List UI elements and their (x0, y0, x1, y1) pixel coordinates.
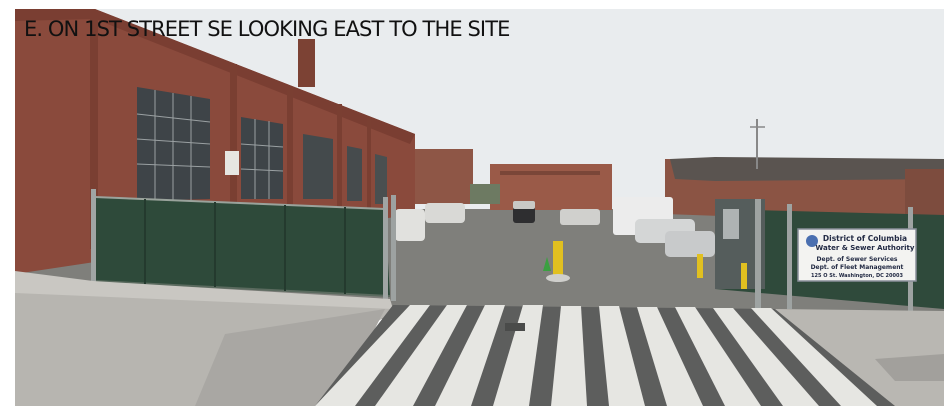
sign-line-3: Dept. of Sewer Services (817, 256, 898, 263)
sign-line-1: District of Columbia (823, 234, 907, 243)
crosswalk-stripes (315, 305, 877, 406)
yellow-bollards (543, 241, 747, 289)
photo-caption: E. ON 1ST STREET SE LOOKING EAST TO THE … (24, 17, 510, 41)
green-fence-left (91, 189, 396, 301)
sign-line-4: Dept. of Fleet Management (811, 264, 904, 271)
distant-buildings (413, 149, 612, 210)
dc-water-sign: District of Columbia Water & Sewer Autho… (797, 228, 917, 282)
street-view-photo: District of Columbia Water & Sewer Autho… (15, 9, 944, 406)
parked-cars (395, 197, 715, 257)
sign-line-5: 125 O St. Washington, DC 20003 (811, 273, 903, 279)
sign-line-2: Water & Sewer Authority (816, 244, 915, 252)
sidewalk-left (15, 281, 390, 406)
sidewalk-right (775, 309, 944, 406)
